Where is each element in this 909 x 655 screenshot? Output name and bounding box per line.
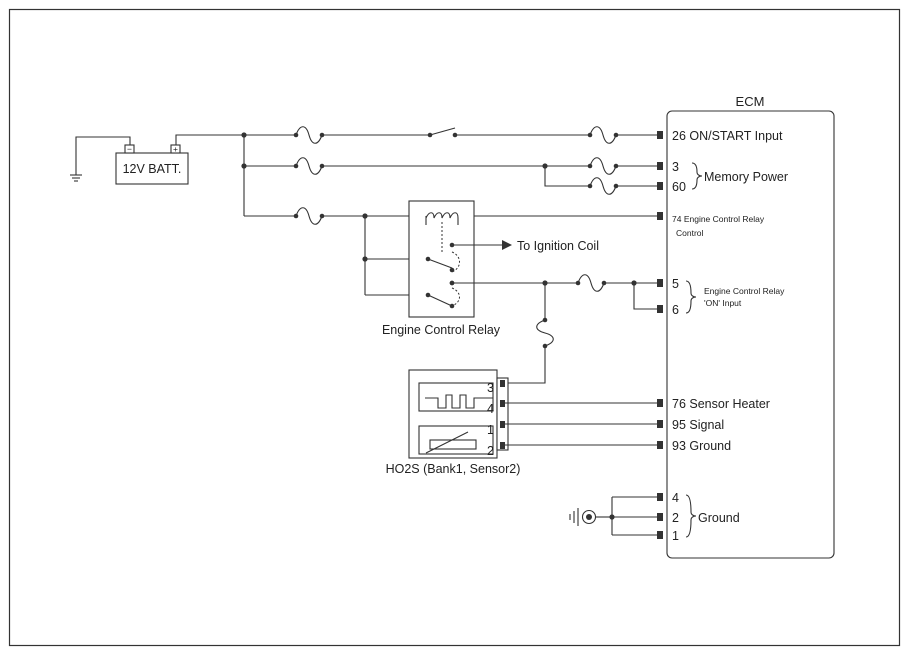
ecm-title: ECM	[736, 94, 765, 109]
relay-on-brace	[685, 280, 697, 314]
ecm-pin-gnd-4: 4	[672, 491, 679, 505]
heater-element	[425, 394, 493, 409]
ecm-pin-5: 5	[672, 277, 679, 291]
engine-control-relay: Engine Control Relay	[382, 200, 501, 337]
relay-coil	[425, 212, 459, 225]
ecm-pin-76: 76 Sensor Heater	[672, 397, 770, 411]
sensor-element	[425, 431, 469, 454]
battery-pos-terminal: +	[173, 144, 178, 154]
wire-relay-on-input	[452, 274, 657, 384]
wire-on-start	[244, 126, 657, 144]
battery: − + 12V BATT.	[115, 144, 189, 185]
ho2s-pin-3: 3	[487, 381, 494, 395]
ignition-switch	[429, 127, 456, 136]
ecm-memory-power-label: Memory Power	[704, 170, 788, 184]
ecm-pin-on-start: 26 ON/START Input	[672, 129, 783, 143]
ecm-relay-on-label-1: Engine Control Relay	[704, 286, 785, 296]
fuse-1	[295, 126, 323, 144]
fuse-5	[589, 177, 617, 195]
ecm-pin-3: 3	[672, 160, 679, 174]
ecm: ECM 26 ON/START Input 3 60 Memory Power …	[657, 94, 835, 559]
relay-label: Engine Control Relay	[382, 323, 501, 337]
fuse-2	[589, 126, 617, 144]
ecm-pin-74: 74 Engine Control Relay	[672, 214, 765, 224]
wire-memory-power	[244, 157, 657, 195]
diagram-frame	[8, 8, 901, 647]
fuse-4	[589, 157, 617, 175]
chassis-ground-left	[70, 136, 131, 182]
ho2s-label: HO2S (Bank1, Sensor2)	[386, 462, 521, 476]
ho2s-sensor: 3 4 1 2 HO2S (Bank1, Sensor2)	[386, 369, 521, 476]
fuse-8	[536, 319, 554, 347]
memory-power-brace	[691, 162, 703, 190]
ho2s-pin-2: 2	[487, 444, 494, 458]
ho2s-pin-4: 4	[487, 402, 494, 416]
battery-neg-terminal: −	[127, 144, 132, 154]
fuse-3	[295, 157, 323, 175]
ecm-ground-label: Ground	[698, 511, 740, 525]
ecm-pin-gnd-2: 2	[672, 511, 679, 525]
ecm-pin-95: 95 Signal	[672, 418, 724, 432]
to-ignition-coil-label: To Ignition Coil	[517, 239, 599, 253]
ecm-relay-on-label-2: 'ON' Input	[704, 298, 742, 308]
ecm-pin-gnd-1: 1	[672, 529, 679, 543]
ho2s-pin-1: 1	[487, 423, 494, 437]
ecm-pin-6: 6	[672, 303, 679, 317]
battery-label: 12V BATT.	[123, 162, 182, 176]
ecm-pin-60: 60	[672, 180, 686, 194]
ecm-pin-74-line2: Control	[676, 228, 704, 238]
ground-brace	[685, 494, 697, 538]
fuse-6	[295, 207, 323, 225]
fuse-7	[577, 274, 605, 292]
ecm-pin-93: 93 Ground	[672, 439, 731, 453]
junctions	[241, 132, 637, 520]
